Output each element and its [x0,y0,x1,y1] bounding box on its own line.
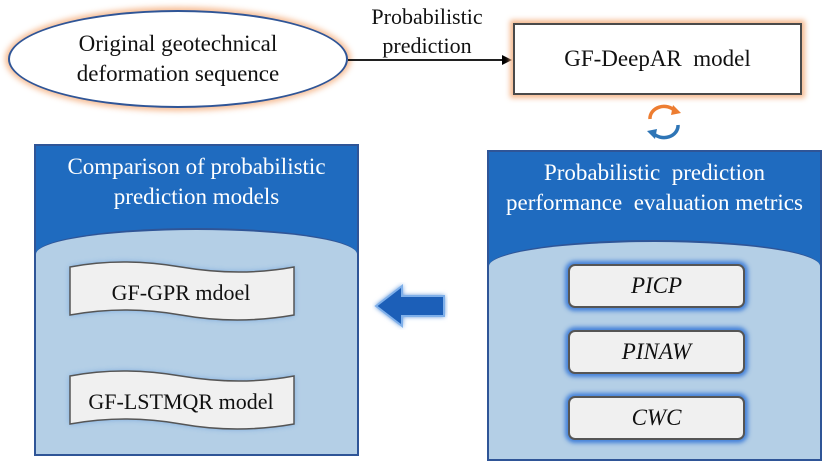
flow-arrow [348,55,512,65]
comparison-panel: Comparison of probabilistic prediction m… [34,144,359,456]
wave-card-shape [69,261,295,321]
comparison-item-gpr: GF-GPR mdoel [62,259,300,327]
metrics-title-line-2: performance evaluation metrics [506,190,803,215]
metric-picp: PICP [568,264,745,308]
source-line-2: deformation sequence [76,61,280,86]
metric-cwc: CWC [568,396,745,440]
comparison-item-lstmqr: GF-LSTMQR model [62,368,300,436]
deepar-model-node: GF-DeepAR model [513,23,802,95]
comparison-title-line-1: Comparison of probabilistic [67,154,326,179]
comparison-title-line-2: prediction models [113,184,280,209]
metric-label: PICP [630,273,683,298]
metrics-panel-title: Probabilistic prediction performance eva… [489,152,820,218]
wave-card-shape [69,370,295,430]
cycle-icon [647,104,681,140]
comparison-item-label: GF-LSTMQR model [88,389,274,414]
flow-label-line-1: Probabilistic [371,4,483,29]
comparison-item-label: GF-GPR mdoel [111,280,251,305]
left-arrow-icon [374,283,445,329]
flow-label: Probabilistic prediction [352,2,502,60]
deepar-model-label: GF-DeepAR model [564,46,751,71]
metric-label: CWC [631,405,682,430]
metrics-title-line-1: Probabilistic prediction [543,160,765,185]
metrics-panel: Probabilistic prediction performance eva… [487,150,822,461]
metric-label: PINAW [621,339,692,364]
comparison-panel-title: Comparison of probabilistic prediction m… [36,146,357,212]
source-line-1: Original geotechnical [78,31,278,56]
flow-label-line-2: prediction [382,33,472,58]
metric-pinaw: PINAW [568,330,745,374]
source-sequence-node: Original geotechnical deformation sequen… [8,10,348,108]
